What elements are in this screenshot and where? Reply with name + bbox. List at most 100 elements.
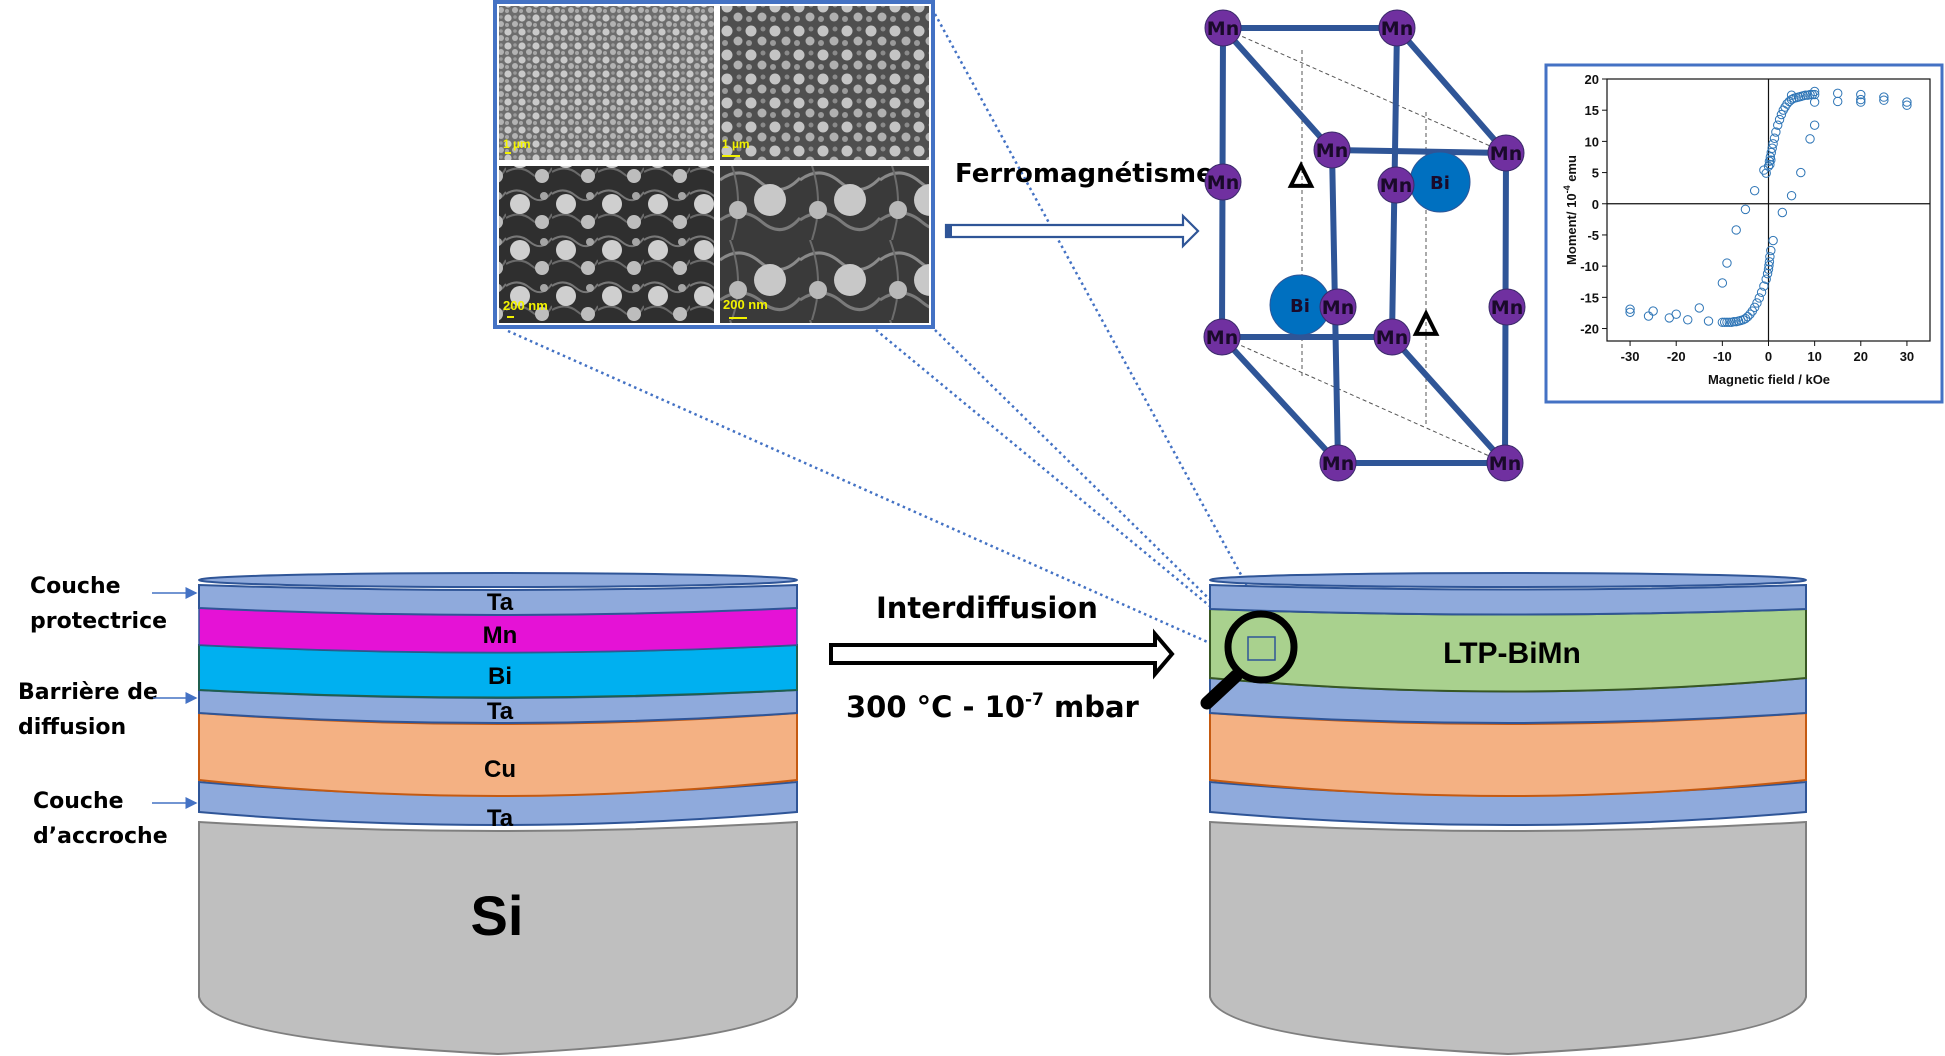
sem-scale-3: 200 nm (503, 298, 548, 313)
data-point (1683, 315, 1693, 325)
data-point (1763, 264, 1774, 274)
y-tick-label: -20 (1580, 322, 1599, 337)
data-point (1774, 114, 1785, 125)
data-point (1764, 156, 1775, 167)
atom-mn (1204, 163, 1242, 201)
zoom-line-3 (934, 329, 1249, 638)
conditions-unit: mbar (1044, 690, 1140, 724)
crystal-dashed-lines (1221, 27, 1507, 464)
data-point (1761, 168, 1771, 178)
data-point (1766, 155, 1776, 165)
atom-label-mn: Mn (1207, 172, 1239, 194)
atom-label-mn: Mn (1380, 175, 1412, 197)
x-tick-label: 0 (1765, 349, 1772, 364)
atom-mn (1378, 9, 1416, 47)
data-point (1643, 311, 1654, 321)
data-point (1724, 317, 1734, 327)
layer-label-ta-2: Ta (487, 698, 514, 725)
label-protective-line2: protectrice (30, 609, 167, 634)
left-top-ellipse (198, 572, 798, 588)
zoom-line-2 (875, 329, 1276, 661)
process-step: Interdiffusion 300 °C - 10-7 mbar (829, 591, 1175, 724)
data-point (1856, 97, 1866, 107)
chart-ylabel: Moment/ 10-4 emu (1562, 155, 1579, 265)
atom-mn (1203, 318, 1241, 356)
chart-ylabel-unit: emu (1564, 155, 1579, 185)
data-point (1764, 257, 1775, 267)
data-point (1786, 190, 1797, 201)
label-adhesion-line1: Couche (33, 789, 124, 814)
data-point (1777, 207, 1788, 218)
atom-label-mn: Mn (1376, 327, 1408, 349)
atom-label-mn: Mn (1381, 18, 1413, 40)
data-point (1749, 185, 1760, 196)
data-point (1769, 133, 1780, 143)
sem-image-4 (720, 166, 929, 323)
atom-label-mn: Mn (1207, 18, 1239, 40)
data-point (1786, 94, 1797, 105)
vacancy-triangle-2: △ (1414, 304, 1437, 339)
data-point (1740, 204, 1751, 215)
atom-label-mn: Mn (1322, 297, 1354, 319)
data-point (1625, 307, 1635, 318)
chart-ylabel-exp: -4 (1562, 185, 1572, 193)
label-protective-line1: Couche (30, 574, 121, 599)
data-point (1752, 298, 1762, 308)
layer-ta-top-right (1209, 583, 1807, 616)
process-conditions: 300 °C - 10-7 mbar (846, 690, 1140, 724)
data-point (1765, 159, 1775, 170)
x-tick-label: -20 (1667, 349, 1686, 364)
data-point (1766, 245, 1776, 256)
data-point (1722, 258, 1732, 268)
layer-si (198, 820, 798, 1056)
edge (1219, 334, 1341, 466)
magnifier-lens (1224, 610, 1298, 684)
data-point (1902, 97, 1912, 107)
data-point (1767, 143, 1777, 153)
y-tick-label: 5 (1592, 166, 1599, 181)
data-point (1740, 313, 1751, 324)
left-layer-stack: Ta Mn Bi Ta Cu Ta Si (198, 572, 798, 1056)
chart-xlabel: Magnetic field / kOe (1708, 372, 1830, 387)
x-tick-label: 30 (1900, 349, 1914, 364)
y-tick-label: -15 (1580, 290, 1599, 305)
atom-label-mn: Mn (1206, 327, 1238, 349)
atom-label-mn: Mn (1490, 143, 1522, 165)
right-layer-stack: LTP-BiMn (1209, 572, 1807, 1056)
conditions-exponent: -7 (1025, 690, 1044, 710)
conditions-main: 300 °C - 10 (846, 690, 1025, 724)
atom-mn (1319, 444, 1357, 482)
crystal-edges (1219, 25, 1509, 466)
data-point (1809, 89, 1820, 100)
data-point (1879, 95, 1889, 105)
label-barrier-line2: diffusion (18, 715, 126, 740)
atom-mn (1373, 318, 1411, 356)
process-arrow (829, 628, 1175, 680)
edge (1394, 25, 1509, 156)
zoom-lines (507, 13, 1277, 662)
x-tick-label: 20 (1854, 349, 1868, 364)
atom-label-mn: Mn (1322, 453, 1354, 475)
atom-label-mn: Mn (1489, 453, 1521, 475)
data-point (1762, 268, 1773, 279)
data-point (1805, 89, 1815, 100)
data-point (1776, 109, 1787, 120)
data-point (1664, 313, 1674, 323)
layer-label-mn: Mn (483, 622, 518, 649)
chart-points (1625, 86, 1912, 327)
data-point (1765, 152, 1776, 162)
data-point (1786, 90, 1797, 100)
layer-label-ltp-bimn: LTP-BiMn (1443, 637, 1581, 670)
edge (1329, 147, 1509, 156)
edge (1220, 25, 1335, 153)
sem-panel: 1 µm 1 µm 200 nm 200 nm (493, 0, 935, 329)
atom-label-bi: Bi (1430, 173, 1450, 194)
property-label: Ferromagnétisme (955, 159, 1214, 189)
atom-mn (1313, 131, 1351, 169)
data-point (1879, 92, 1889, 102)
sem-scale-bar-3 (507, 316, 514, 318)
x-tick-label: -30 (1621, 349, 1640, 364)
